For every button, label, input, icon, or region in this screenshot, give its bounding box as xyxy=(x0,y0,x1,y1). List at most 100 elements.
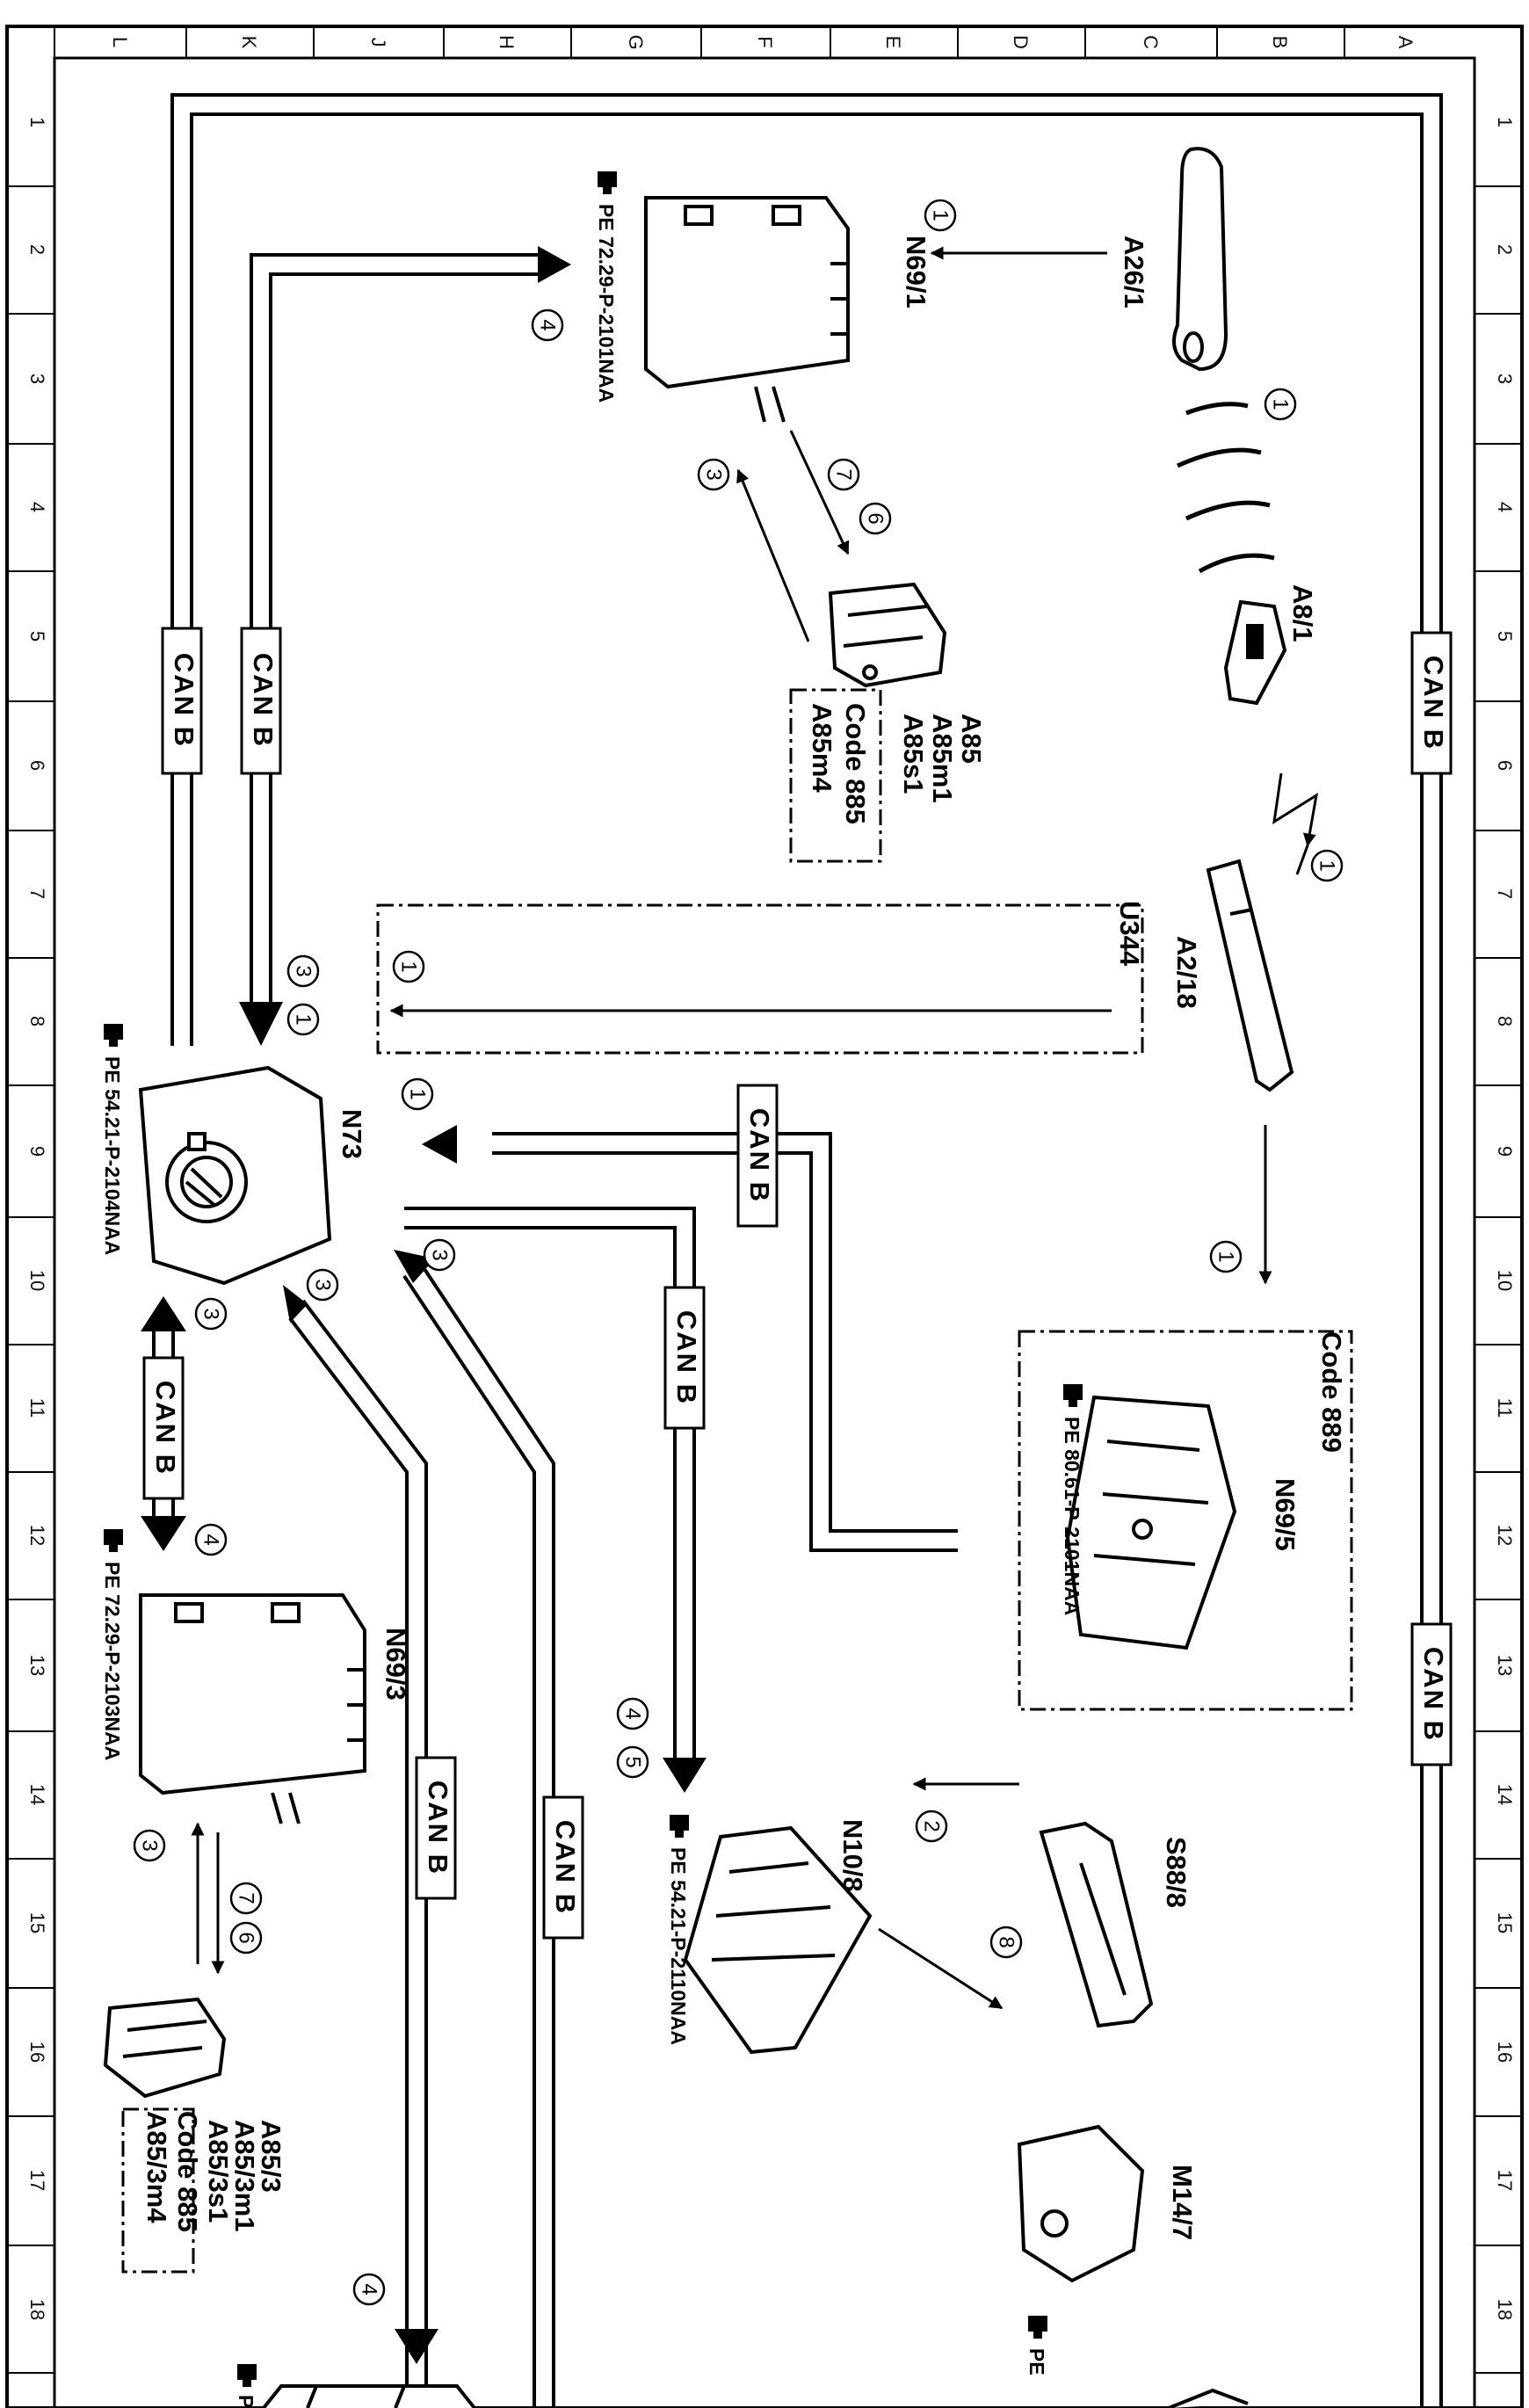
svg-text:3: 3 xyxy=(311,1279,335,1290)
signal-marker: 3 xyxy=(286,954,320,988)
grid-row-label: 15 xyxy=(26,1912,48,1933)
signal-marker: 7 xyxy=(229,1882,263,1915)
svg-text:1: 1 xyxy=(1214,1251,1238,1262)
grid-row-label: 1 xyxy=(26,117,48,127)
grid-row-label: 7 xyxy=(1494,888,1516,899)
label-a2-18: A2/18 xyxy=(1171,936,1202,1009)
svg-text:3: 3 xyxy=(199,1308,223,1319)
signal-marker: 1 xyxy=(1264,388,1297,421)
svg-text:1: 1 xyxy=(1315,859,1339,871)
can-b-labels: CAN B CAN B CAN B CAN B CAN B CAN B CAN … xyxy=(142,627,1453,1940)
signal-marker: 6 xyxy=(859,502,892,535)
motor-icon xyxy=(1017,2124,1145,2283)
svg-text:4: 4 xyxy=(199,1534,223,1545)
signal-marker: 1 xyxy=(401,1077,434,1111)
can-b-label: CAN B xyxy=(663,1286,706,1430)
ref-m14-7: PE xyxy=(1025,2348,1048,2375)
label-n69-3: N69/3 xyxy=(380,1628,411,1701)
svg-text:1: 1 xyxy=(406,1088,430,1099)
svg-text:3: 3 xyxy=(428,1249,452,1260)
grid-col-label: G xyxy=(625,34,647,49)
grid-row-label: 13 xyxy=(1494,1655,1516,1676)
grid-row-label: 8 xyxy=(26,1016,48,1026)
signal-marker: 1 xyxy=(392,950,425,983)
svg-text:CAN B: CAN B xyxy=(671,1310,702,1405)
svg-text:1: 1 xyxy=(292,1013,315,1025)
grid-row-label: 8 xyxy=(1494,1016,1516,1026)
grid-row-label: 10 xyxy=(26,1270,48,1291)
can-b-label: CAN B xyxy=(1410,631,1453,775)
signal-marker: 3 xyxy=(423,1238,456,1272)
grid-columns-top: L K J H G F E D C B A xyxy=(54,26,1417,58)
grid-col-label: D xyxy=(1010,35,1032,49)
svg-text:6: 6 xyxy=(864,512,888,524)
can-b-label: CAN B xyxy=(736,1084,779,1228)
grid-col-label: H xyxy=(496,35,518,49)
grid-row-label: 1 xyxy=(1494,117,1516,127)
svg-text:4: 4 xyxy=(621,1708,645,1719)
label-a85m1: A85m1 xyxy=(927,714,958,803)
label-a85-3: A85/3 xyxy=(256,2120,286,2193)
signal-marker: 3 xyxy=(697,458,730,491)
reference-labels: PE 72.29-P-2101NAA PE 54.21-P-2104NAA PE… xyxy=(101,171,1083,2408)
signal-marker: 3 xyxy=(133,1829,166,1862)
antenna-icon xyxy=(1176,402,1275,574)
control-unit-icon xyxy=(683,1825,873,2055)
svg-text:4: 4 xyxy=(358,2283,381,2295)
signal-marker: 4 xyxy=(194,1523,228,1556)
signal-marker: 1 xyxy=(1209,1240,1243,1273)
grid-col-label: B xyxy=(1269,36,1291,49)
grid-col-label: L xyxy=(109,37,131,47)
lock-actuator-icon xyxy=(103,1997,227,2099)
svg-text:4: 4 xyxy=(536,319,560,330)
ref-n69-3: PE 72.29-P-2103NAA xyxy=(101,1562,124,1760)
grid-row-label: 16 xyxy=(26,2042,48,2063)
label-n69-1: N69/1 xyxy=(901,236,931,308)
label-a26-1: A26/1 xyxy=(1119,236,1149,308)
lock-actuator-icon xyxy=(828,582,947,688)
label-a85-3m1: A85/3m1 xyxy=(229,2120,260,2232)
grid-row-label: 15 xyxy=(1494,1912,1516,1933)
grid-row-label: 16 xyxy=(1494,2042,1516,2063)
ref-n69-5: PE 80.61-P-2101NAA xyxy=(1061,1417,1083,1615)
grid-row-label: 9 xyxy=(26,1146,48,1157)
grid-rows-left: 1 2 3 4 5 6 7 8 9 10 11 12 13 14 15 16 1… xyxy=(7,117,54,2374)
grid-row-label: 7 xyxy=(26,888,48,899)
svg-text:3: 3 xyxy=(702,468,726,480)
grid-row-label: 13 xyxy=(26,1655,48,1676)
can-b-label: CAN B xyxy=(161,627,203,775)
signal-marker: 8 xyxy=(989,1926,1023,1959)
label-a85: A85 xyxy=(956,714,987,764)
label-a85-code: Code 885 xyxy=(840,703,871,824)
signal-marker: 5 xyxy=(616,1745,649,1779)
svg-text:1: 1 xyxy=(397,961,421,972)
label-a85-3-code: Code 885 xyxy=(172,2111,203,2232)
label-a85-3m4: A85/3m4 xyxy=(141,2111,172,2223)
can-b-label: CAN B xyxy=(415,1756,457,1900)
signal-marker: 4 xyxy=(352,2273,386,2306)
grid-row-label: 5 xyxy=(26,631,48,642)
label-n73: N73 xyxy=(337,1109,367,1159)
svg-text:5: 5 xyxy=(621,1756,645,1767)
grid-row-label: 5 xyxy=(1494,631,1516,642)
grid-row-label: 12 xyxy=(1494,1525,1516,1546)
label-a85-3s1: A85/3s1 xyxy=(203,2120,234,2223)
signal-arrows xyxy=(191,246,1319,2010)
can-b-label: CAN B xyxy=(142,1356,185,1500)
antenna-icon xyxy=(1206,859,1294,1092)
ref-n69-1: PE 72.29-P-2101NAA xyxy=(595,204,618,403)
signal-marker: 1 xyxy=(1310,849,1344,882)
signal-marker: 7 xyxy=(827,458,860,491)
can-b-label: CAN B xyxy=(1410,1622,1453,1766)
svg-text:2: 2 xyxy=(920,1820,944,1831)
control-unit-icon xyxy=(139,1593,366,1824)
grid-col-label: A xyxy=(1395,36,1417,49)
can-bus-wiring xyxy=(152,93,1443,2408)
svg-text:7: 7 xyxy=(235,1892,258,1904)
svg-text:8: 8 xyxy=(995,1936,1018,1947)
ref-n73: PE 54.21-P-2104NAA xyxy=(101,1056,124,1255)
hand-pointer-icon xyxy=(237,2364,257,2387)
hand-pointer-icon xyxy=(670,1815,689,1838)
grid-row-label: 11 xyxy=(26,1398,48,1418)
